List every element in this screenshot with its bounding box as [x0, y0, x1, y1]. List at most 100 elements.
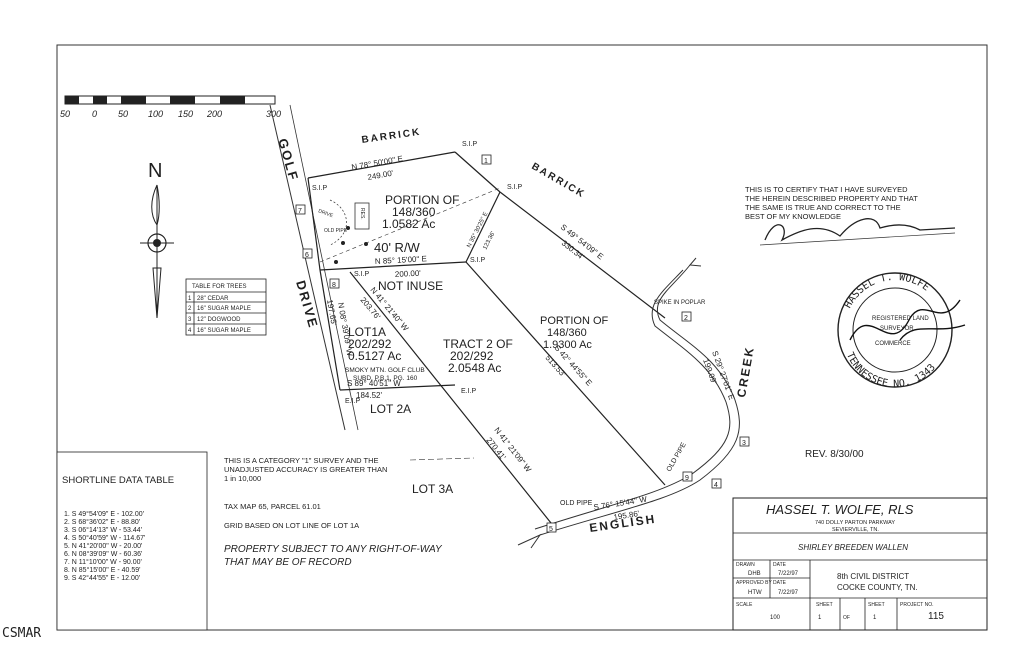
point-box: [711, 478, 722, 489]
tree-num: 3: [188, 317, 192, 323]
note-category-3: 1 in 10,000: [224, 474, 261, 483]
cert-line3: THE SAME IS TRUE AND CORRECT TO THE: [745, 203, 901, 212]
tree-table: TABLE FOR TREES 1 28" CEDAR 2 16" SUGAR …: [185, 278, 267, 336]
sip-marker: S.I.P: [354, 271, 370, 278]
shortline-title: SHORTLINE DATA TABLE: [62, 475, 174, 486]
north-label: N: [148, 160, 162, 182]
drive-small-label: DRIVE: [317, 208, 334, 219]
old-pipe-marker: OLD PIPE: [666, 441, 688, 473]
note-category-1: THIS IS A CATEGORY "1" SURVEY AND THE: [224, 456, 379, 465]
title-surveyor-name: HASSEL T. WOLFE, RLS: [766, 502, 914, 517]
title-county: COCKE COUNTY, TN.: [837, 583, 918, 592]
tree-marker: [341, 241, 345, 245]
drive-arc: [329, 199, 347, 246]
point-box: [682, 471, 693, 482]
shortline-row: 9. S 42°44'55" E - 12.00': [64, 574, 140, 582]
title-scale-label: SCALE: [736, 602, 753, 608]
tract2-line1: TRACT 2 OF: [443, 337, 513, 351]
point-number: 8: [332, 282, 336, 289]
golf-drive-road: [269, 104, 359, 431]
old-pipe-small: OLD PIPE: [324, 228, 348, 234]
scale-label: 150: [178, 109, 193, 119]
title-of-value: 1: [873, 615, 877, 621]
tree-num: 1: [188, 296, 192, 302]
lot1a-line1: LOT1A: [348, 325, 386, 339]
note-grid: GRID BASED ON LOT LINE OF LOT 1A: [224, 521, 359, 530]
scale-label: 50: [118, 109, 128, 119]
title-sheet-label: SHEET: [816, 602, 833, 608]
bearing-top: N 78° 50'00" E: [351, 154, 404, 172]
sip-marker: S.I.P: [462, 141, 478, 148]
title-drawn-label: DRAWN: [736, 562, 755, 568]
lot1a-line2: 202/292: [348, 337, 392, 351]
title-client: SHIRLEY BREEDEN WALLEN: [798, 543, 908, 552]
not-in-use-label: NOT INUSE: [378, 279, 443, 293]
portion-right-line2: 148/360: [547, 327, 587, 339]
distance-row: 200.00': [395, 269, 422, 279]
portion-top-line1: PORTION OF: [385, 193, 459, 207]
point-number: 9: [685, 475, 689, 482]
bearing-row: N 85° 15'00" E: [375, 254, 427, 266]
seal-top-text: HASSEL T. WOLFE: [843, 272, 932, 310]
shortline-row: 1. S 49°54'09" E - 102.00': [64, 510, 144, 518]
tract2-line2: 202/292: [450, 349, 494, 363]
point-box: [739, 436, 750, 447]
bearing-english: S 76° 15'44" W: [593, 495, 648, 512]
title-sheet-value: 1: [818, 615, 822, 621]
point-number: 3: [742, 440, 746, 447]
signature-underline: [759, 232, 956, 246]
tree-name: 28" CEDAR: [197, 296, 229, 302]
title-project-value: 115: [928, 611, 944, 622]
point-box: [481, 154, 492, 165]
tree-num: 2: [188, 306, 192, 312]
lot1a-line3: 0.5127 Ac: [348, 349, 401, 363]
portion-right-line3: 1.9300 Ac: [543, 339, 592, 351]
lot2a-label: LOT 2A: [370, 402, 411, 416]
residence-box: [354, 202, 370, 230]
sheet-border: [56, 44, 988, 631]
road-creek-label: CREEK: [734, 345, 757, 399]
point-box: [302, 248, 313, 259]
parcel-lines: [307, 151, 666, 529]
tree-num: 4: [188, 328, 192, 334]
road-barrick-diag-label: BARRICK: [530, 161, 588, 201]
point-number: 1: [484, 158, 488, 165]
tree-marker: [364, 242, 368, 246]
portion-top-line3: 1.0582 Ac: [382, 217, 435, 231]
tree-name: 12" DOGWOOD: [197, 317, 241, 323]
cert-line4: BEST OF MY KNOWLEDGE: [745, 212, 841, 221]
note-tax-map: TAX MAP 65, PARCEL 61.01: [224, 502, 321, 511]
scale-label: 50: [60, 109, 70, 119]
title-approved-date-value: 7/22/97: [778, 590, 799, 596]
note-subject-2: THAT MAY BE OF RECORD: [224, 557, 352, 568]
old-pipe-marker: OLD PIPE: [560, 500, 593, 507]
parcel-labels: PORTION OF 148/360 1.0582 Ac 40' R/W NOT…: [317, 193, 608, 496]
distance-english: 195.86': [613, 509, 641, 522]
shortline-row: 5. N 41°20'00" W - 20.00': [64, 542, 142, 550]
eip-marker: E.I.P: [461, 388, 477, 395]
title-project-label: PROJECT NO.: [900, 602, 934, 608]
sip-marker: S.I.P: [470, 257, 486, 264]
shortline-row: 6. N 08°39'09" W - 60.36': [64, 550, 142, 558]
shortline-row: 7. N 11°10'00" W - 90.00': [64, 558, 142, 566]
title-of-label: OF: [843, 615, 850, 621]
title-approved-date-label: DATE: [773, 580, 787, 586]
right-of-way-line: [319, 187, 501, 263]
scale-label: 0: [92, 109, 97, 119]
sip-marker: S.I.P: [507, 184, 523, 191]
tree-table-title: TABLE FOR TREES: [192, 284, 246, 290]
title-approved-label: APPROVED BY: [736, 580, 773, 586]
shortline-row: 4. S 50°40'59" W - 114.67': [64, 534, 145, 542]
distance-short: 123.36': [482, 231, 496, 251]
svg-text:HASSEL T. WOLFE: HASSEL T. WOLFE: [843, 272, 932, 310]
note-category-2: UNADJUSTED ACCURACY IS GREATER THAN: [224, 465, 387, 474]
note-subject-1: PROPERTY SUBJECT TO ANY RIGHT-OF-WAY: [224, 544, 443, 555]
scale-label: 300: [266, 109, 281, 119]
lot3a-label: LOT 3A: [412, 482, 453, 496]
distance-lot1a: 184.52': [356, 391, 382, 400]
cert-line1: THIS IS TO CERTIFY THAT I HAVE SURVEYED: [745, 185, 908, 194]
point-number: 4: [714, 482, 718, 489]
title-scale-value: 100: [770, 615, 781, 621]
cert-line2: THE HEREIN DESCRIBED PROPERTY AND THAT: [745, 194, 918, 203]
